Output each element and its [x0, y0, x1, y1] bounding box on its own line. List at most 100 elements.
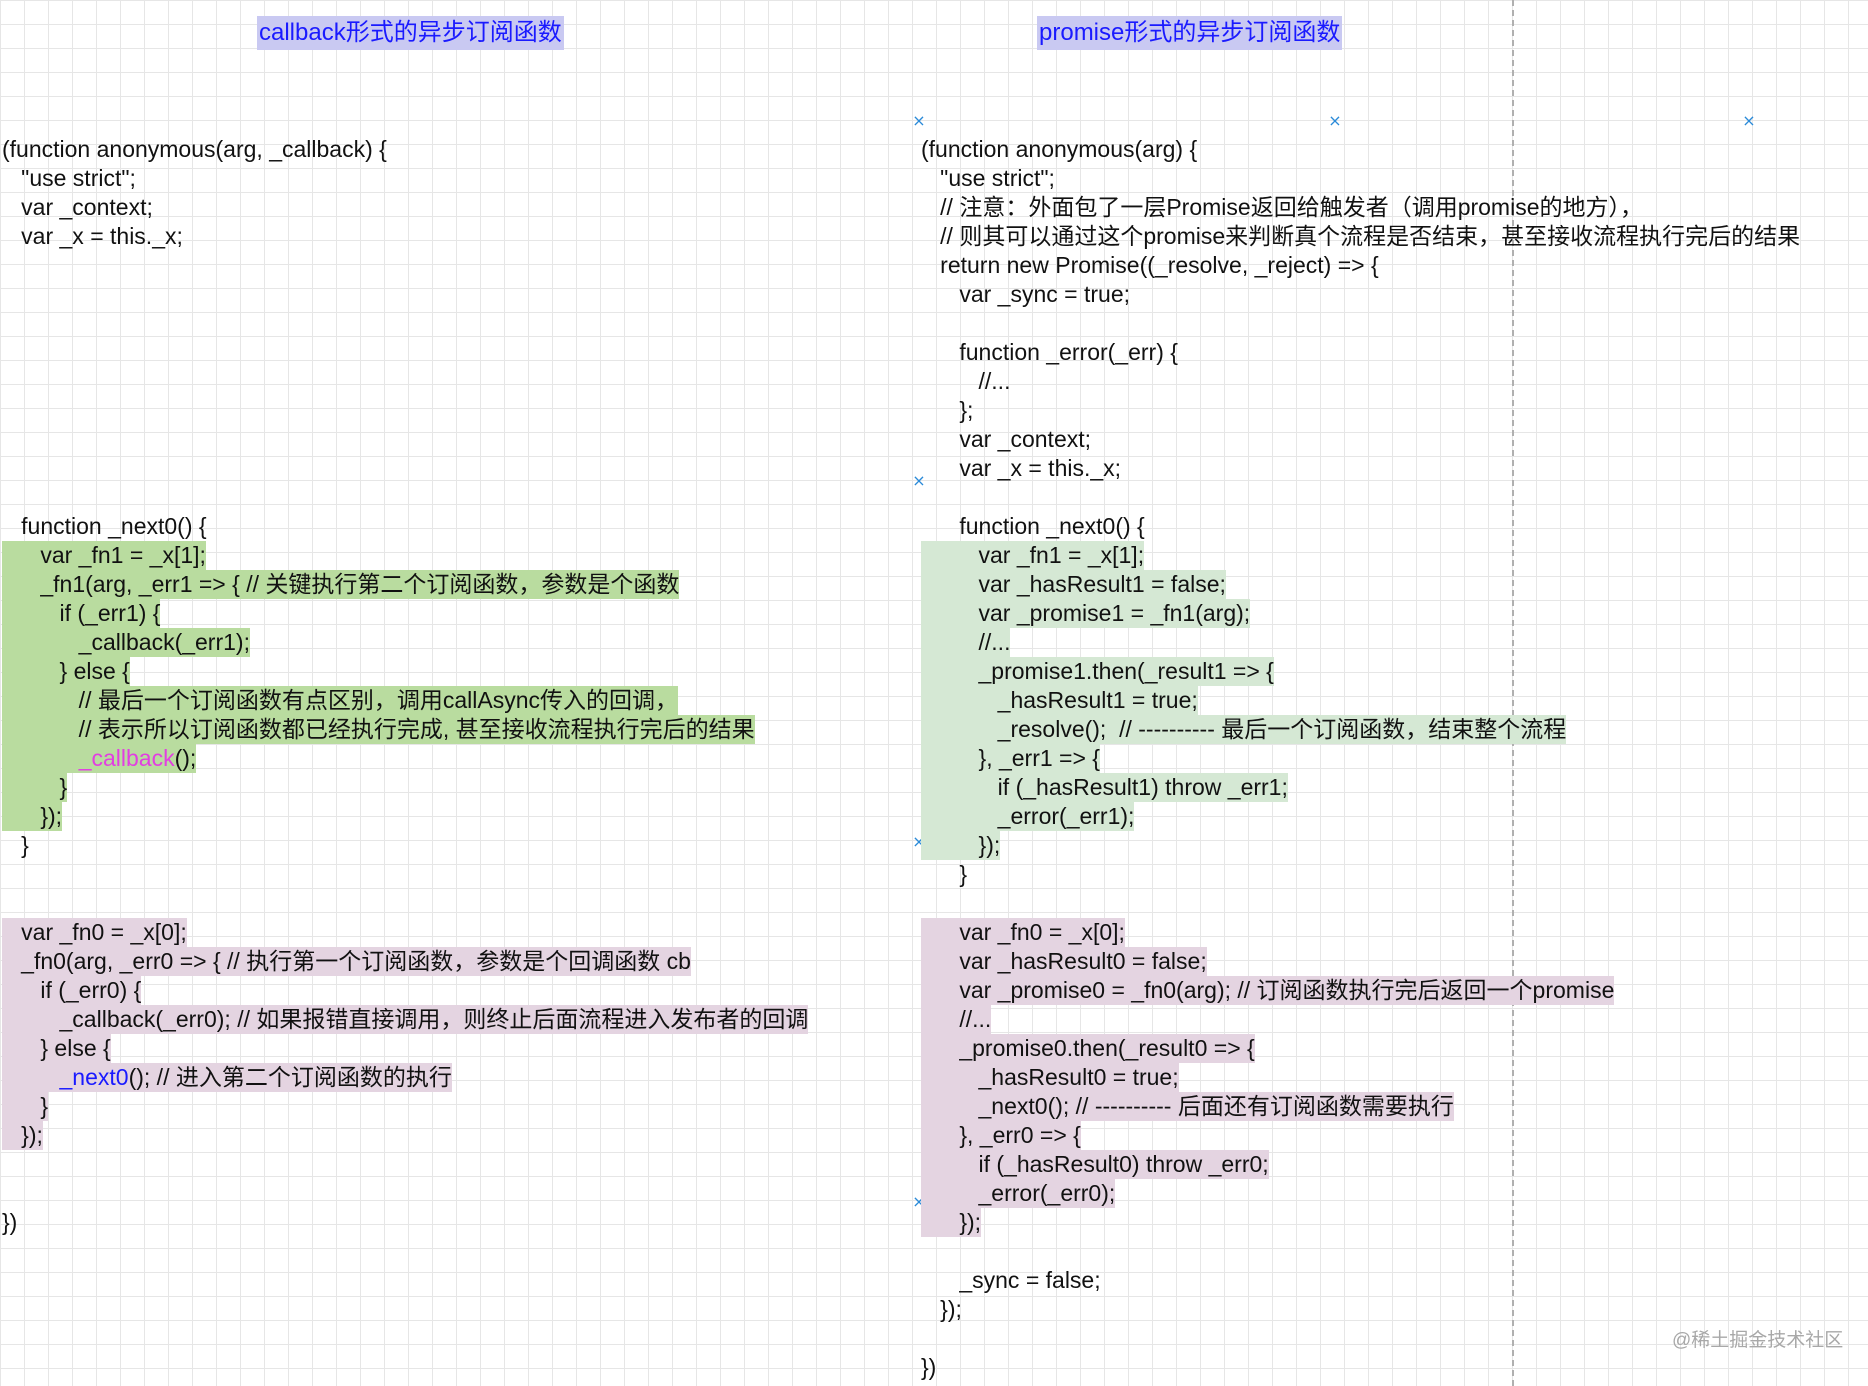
code-line: function _next0() { — [921, 512, 1800, 541]
code-line — [921, 483, 1800, 512]
code-line-text: var _x = this._x; — [921, 455, 1122, 481]
callback-code-block[interactable]: (function anonymous(arg, _callback) { "u… — [2, 135, 809, 1237]
code-line: var _hasResult0 = false; — [921, 947, 1800, 976]
code-line: if (_hasResult1) throw _err1; — [921, 773, 1800, 802]
code-line-text: var _fn1 = _x[1]; — [2, 541, 206, 570]
connection-point-x-icon[interactable]: × — [912, 111, 926, 130]
connection-point-x-icon[interactable]: × — [912, 471, 926, 490]
code-line-text: if (_err0) { — [2, 976, 142, 1005]
code-line-text: var _fn1 = _x[1]; — [921, 541, 1145, 570]
highlighted-next-token: _next0 — [59, 1064, 129, 1090]
code-line: }); — [2, 802, 808, 831]
watermark: @稀土掘金技术社区 — [1672, 1330, 1844, 1351]
code-line-text — [2, 309, 8, 338]
code-line: }); — [2, 1121, 808, 1150]
code-line-text — [2, 889, 8, 918]
code-line — [921, 309, 1800, 338]
code-line-text: }); — [2, 802, 63, 831]
connection-point-x-icon[interactable]: × — [1328, 111, 1342, 130]
connection-point-x-icon[interactable]: × — [1742, 111, 1756, 130]
code-line: _fn1(arg, _err1 => { // 关键执行第二个订阅函数，参数是个… — [2, 570, 808, 599]
code-line-text — [2, 1150, 8, 1179]
code-line — [2, 889, 808, 918]
code-line — [2, 280, 808, 309]
code-line-text: var _context; — [921, 426, 1092, 452]
code-line-text: _callback(); — [2, 744, 197, 773]
code-line: } else { — [2, 1034, 808, 1063]
code-line-text: }); — [921, 831, 1001, 860]
code-line: var _fn1 = _x[1]; — [921, 541, 1800, 570]
code-line: }, _err0 => { — [921, 1121, 1800, 1150]
code-line — [2, 1179, 808, 1208]
code-line-text — [921, 889, 927, 918]
code-line-text: _fn1(arg, _err1 => { // 关键执行第二个订阅函数，参数是个… — [2, 570, 680, 599]
code-line: }); — [921, 1208, 1800, 1237]
code-tail: (); — [174, 745, 197, 771]
code-line-text: var _fn0 = _x[0]; — [921, 918, 1125, 947]
code-line-text: var _promise0 = _fn0(arg); // 订阅函数执行完后返回… — [921, 976, 1615, 1005]
code-line-text: _hasResult0 = true; — [921, 1063, 1179, 1092]
code-line: var _x = this._x; — [921, 454, 1800, 483]
code-line: var _context; — [2, 193, 808, 222]
code-indent — [2, 1063, 60, 1092]
code-line: return new Promise((_resolve, _reject) =… — [921, 251, 1800, 280]
code-tail: (); // 进入第二个订阅函数的执行 — [128, 1064, 452, 1090]
left-title: callback形式的异步订阅函数 — [257, 16, 564, 50]
code-line-text: function _error(_err) { — [921, 339, 1178, 365]
code-line: _fn0(arg, _err0 => { // 执行第一个订阅函数，参数是个回调… — [2, 947, 808, 976]
code-line-text: // 则其可以通过这个promise来判断真个流程是否结束，甚至接收流程执行完后… — [921, 223, 1801, 249]
code-line-text: _sync = false; — [921, 1267, 1101, 1293]
code-line: _next0(); // 进入第二个订阅函数的执行 — [2, 1063, 808, 1092]
code-line-text: if (_err1) { — [2, 599, 161, 628]
right-title: promise形式的异步订阅函数 — [1037, 16, 1343, 50]
code-line — [921, 1237, 1800, 1266]
code-line: function _next0() { — [2, 512, 808, 541]
code-line-text: _resolve(); // ---------- 最后一个订阅函数，结束整个流… — [921, 715, 1567, 744]
code-line: function _error(_err) { — [921, 338, 1800, 367]
code-line-text — [2, 454, 8, 483]
code-line-text — [2, 280, 8, 309]
code-line-text: //... — [921, 628, 1011, 657]
code-line: if (_err0) { — [2, 976, 808, 1005]
code-line: var _context; — [921, 425, 1800, 454]
code-line — [2, 396, 808, 425]
code-line: var _fn1 = _x[1]; — [2, 541, 808, 570]
code-line — [2, 309, 808, 338]
code-line — [2, 454, 808, 483]
code-line: (function anonymous(arg) { — [921, 135, 1800, 164]
code-line: // 注意：外面包了一层Promise返回给触发者（调用promise的地方）， — [921, 193, 1800, 222]
code-line — [2, 251, 808, 280]
code-line-text: } — [2, 1092, 49, 1121]
code-line-text — [2, 367, 8, 396]
code-line-text — [921, 1237, 927, 1266]
code-line: var _fn0 = _x[0]; — [921, 918, 1800, 947]
code-line-text: _callback(_err0); // 如果报错直接调用，则终止后面流程进入发… — [2, 1005, 809, 1034]
code-line-text: return new Promise((_resolve, _reject) =… — [921, 252, 1379, 278]
code-line: } — [2, 831, 808, 860]
promise-code-block[interactable]: (function anonymous(arg) { "use strict";… — [921, 135, 1800, 1382]
code-line-text: } — [2, 773, 68, 802]
code-line-text: var _hasResult0 = false; — [921, 947, 1207, 976]
code-line-text: _promise1.then(_result1 => { — [921, 657, 1274, 686]
code-line — [2, 860, 808, 889]
code-line: } — [2, 1092, 808, 1121]
code-line-text: _next0(); // ---------- 后面还有订阅函数需要执行 — [921, 1092, 1454, 1121]
code-line-text: // 表示所以订阅函数都已经执行完成, 甚至接收流程执行完后的结果 — [2, 715, 755, 744]
code-line — [2, 483, 808, 512]
code-line: var _fn0 = _x[0]; — [2, 918, 808, 947]
code-line: _callback(_err0); // 如果报错直接调用，则终止后面流程进入发… — [2, 1005, 809, 1034]
code-line: if (_hasResult0) throw _err0; — [921, 1150, 1800, 1179]
code-line: } — [921, 860, 1800, 889]
code-line-text: var _sync = true; — [921, 281, 1130, 307]
code-line: var _promise0 = _fn0(arg); // 订阅函数执行完后返回… — [921, 976, 1800, 1005]
code-line — [2, 1150, 808, 1179]
code-line-text — [921, 1324, 927, 1353]
code-line-text: _promise0.then(_result0 => { — [921, 1034, 1255, 1063]
code-line — [2, 338, 808, 367]
code-line: // 表示所以订阅函数都已经执行完成, 甚至接收流程执行完后的结果 — [2, 715, 808, 744]
code-line: _callback(); — [2, 744, 808, 773]
code-line-text: if (_hasResult1) throw _err1; — [921, 773, 1288, 802]
code-line: //... — [921, 1005, 1800, 1034]
code-line: }, _err1 => { — [921, 744, 1800, 773]
code-line-text — [2, 425, 8, 454]
